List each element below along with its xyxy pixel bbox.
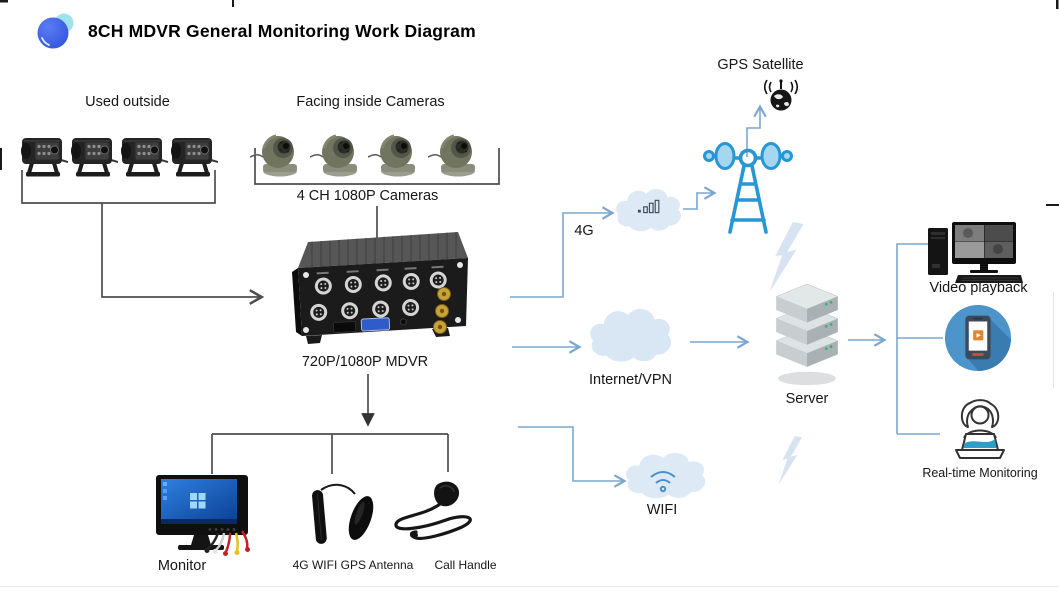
- antenna-sma-connectors: [433, 287, 451, 334]
- cloud-internet: [585, 300, 675, 368]
- mobile-app: [944, 304, 1012, 372]
- video-playback-computer: [928, 222, 1023, 284]
- logo: [36, 11, 78, 53]
- antenna-icon: [312, 483, 374, 544]
- label-gps-satellite: GPS Satellite: [717, 57, 804, 73]
- desktop-computer-icon: [928, 222, 1023, 283]
- cloud-4g: [612, 183, 684, 235]
- dome-camera-icon: [250, 134, 299, 178]
- outdoor-camera-icon: [119, 136, 168, 178]
- cloud-wifi: [615, 448, 715, 508]
- signal-tower: [698, 128, 798, 234]
- mobile-app-icon: [944, 304, 1012, 372]
- server-icon: [775, 284, 839, 386]
- aviation-connectors-row2: [310, 299, 420, 321]
- label-4g: 4G: [574, 223, 594, 239]
- outdoor-camera-icon: [69, 136, 118, 178]
- operator-icon: [955, 399, 1005, 459]
- label-4ch-cameras: 4 CH 1080P Cameras: [296, 188, 439, 204]
- power-connector: [332, 320, 357, 334]
- label-used-outside: Used outside: [85, 94, 170, 110]
- vga-port: [360, 317, 391, 332]
- gps-antenna: [305, 480, 390, 555]
- server: [763, 284, 851, 390]
- label-wifi: WIFI: [646, 502, 678, 518]
- signal-tower-icon: [703, 142, 793, 234]
- dome-camera-row: [250, 128, 498, 180]
- outdoor-camera-icon: [19, 136, 68, 178]
- call-handle: [390, 478, 485, 560]
- label-facing-inside: Facing inside Cameras: [296, 94, 445, 110]
- label-mdvr: 720P/1080P MDVR: [301, 354, 429, 370]
- cloud-4g-icon: [612, 183, 684, 235]
- label-video-playback: Video playback: [929, 280, 1028, 296]
- windows-logo: [190, 493, 206, 509]
- outdoor-camera-icon: [169, 136, 218, 178]
- lightning-icon: [772, 436, 808, 490]
- label-antenna: 4G WIFI GPS Antenna: [292, 558, 414, 572]
- outdoor-camera-row: [18, 132, 223, 180]
- lightning-server-wifi: [772, 436, 808, 490]
- page-title: 8CH MDVR General Monitoring Work Diagram: [88, 21, 476, 41]
- label-internet-vpn: Internet/VPN: [588, 372, 672, 388]
- label-monitor: Monitor: [157, 558, 207, 574]
- dome-camera-icon: [368, 134, 417, 178]
- label-realtime-monitoring: Real-time Monitoring: [922, 466, 1038, 480]
- realtime-operator: [942, 398, 1018, 462]
- cloud-internet-icon: [585, 300, 675, 368]
- dome-camera-icon: [310, 134, 359, 178]
- mdvr-device: [292, 222, 472, 352]
- aviation-connectors-row1: [314, 265, 447, 295]
- cloud-wifi-icon: [615, 448, 715, 508]
- label-call-handle: Call Handle: [434, 558, 497, 572]
- vehicle-monitor: [150, 475, 260, 557]
- gps-satellite: [760, 76, 802, 114]
- dome-camera-icon: [428, 134, 477, 178]
- rca-cables: [207, 530, 249, 553]
- call-handle-icon: [394, 481, 472, 540]
- gps-satellite-icon: [763, 79, 799, 111]
- label-server: Server: [785, 391, 829, 407]
- logo-sphere-icon: [37, 13, 74, 49]
- mdvr-device-icon: [292, 232, 468, 344]
- monitor-icon: [156, 475, 250, 556]
